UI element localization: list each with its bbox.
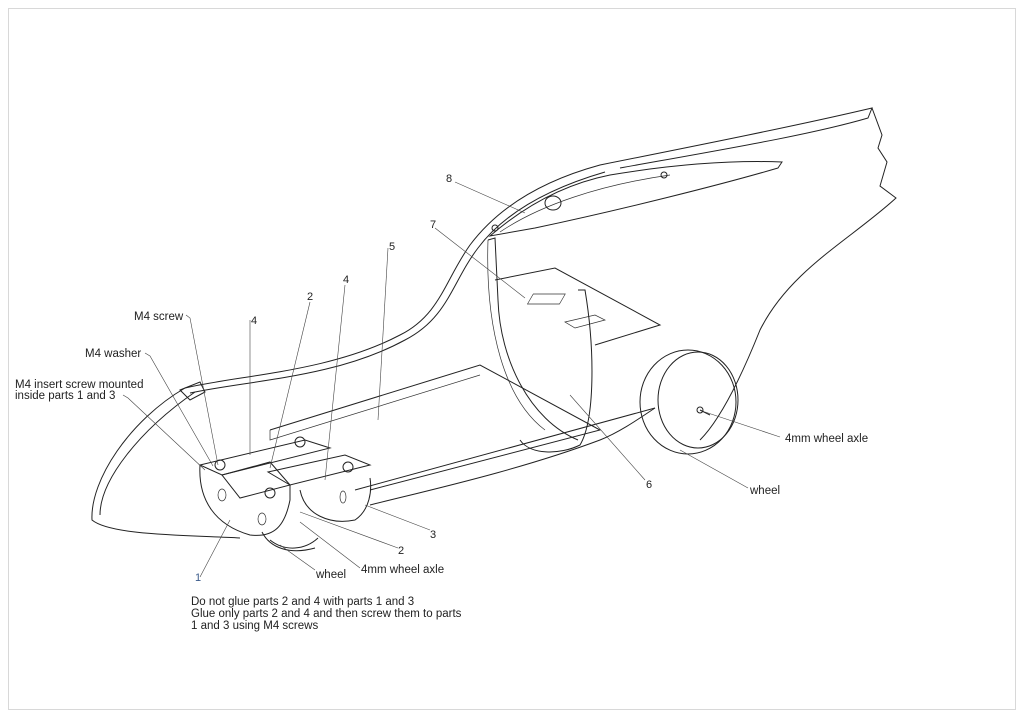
front-wheel [261, 531, 316, 552]
callout-axle-front: 4mm wheel axle [361, 564, 444, 576]
part-7 [494, 267, 662, 346]
callout-part-2-bottom: 2 [398, 545, 404, 557]
callout-part-6: 6 [646, 479, 652, 491]
callout-part-7: 7 [430, 219, 436, 231]
note-line-1: Do not glue parts 2 and 4 with parts 1 a… [191, 596, 414, 608]
fuselage-body [91, 107, 897, 539]
callout-part-4-right: 4 [343, 274, 349, 286]
callout-axle-rear: 4mm wheel axle [785, 433, 868, 445]
callout-m4-screw: M4 screw [134, 311, 184, 323]
part-6 [487, 237, 593, 453]
callout-part-1: 1 [195, 572, 201, 584]
part-8 [488, 161, 783, 237]
callout-m4-washer: M4 washer [85, 348, 141, 360]
rear-wheel [639, 349, 739, 455]
callout-part-4-left: 4 [251, 315, 257, 327]
callout-part-2-top: 2 [307, 291, 313, 303]
callout-m4-insert-line1: M4 insert screw mounted [15, 379, 143, 391]
callout-wheel-front: wheel [315, 569, 346, 581]
note-line-2: Glue only parts 2 and 4 and then screw t… [191, 608, 462, 620]
callout-m4-insert-line2: inside parts 1 and 3 [15, 390, 115, 402]
callout-part-5: 5 [389, 241, 395, 253]
drawing-frame [8, 8, 1016, 710]
callout-wheel-rear: wheel [749, 485, 780, 497]
callout-part-3: 3 [430, 529, 436, 541]
callout-part-8: 8 [446, 173, 452, 185]
front-mount-assembly [198, 436, 372, 552]
part-5 [269, 364, 602, 491]
note-line-3: 1 and 3 using M4 screws [191, 620, 318, 632]
leader-lines [122, 181, 781, 578]
